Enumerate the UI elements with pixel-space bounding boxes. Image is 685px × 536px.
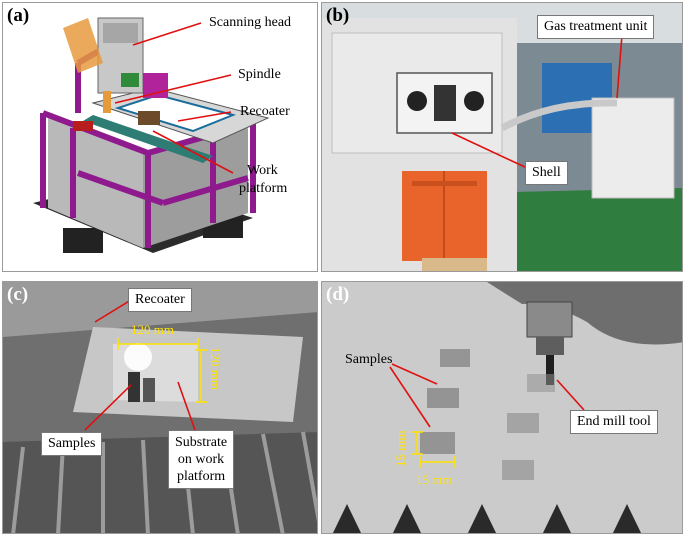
label-scanning-head: Scanning head [209, 15, 292, 30]
dimension-vertical-d: 15 mm [393, 430, 408, 467]
panel-d: (d) Samples End mill tool 15 mm 15 mm [321, 281, 683, 534]
panel-d-letter: (d) [326, 284, 350, 305]
dimension-horizontal-d: 15 mm [416, 472, 453, 487]
label-gas-treatment-unit: Gas treatment unit [537, 15, 655, 39]
dimension-vertical-c: 120 mm [208, 347, 223, 390]
panel-b: (b) Gas treatment unit Shell [321, 2, 683, 272]
label-recoater-c: Recoater [128, 288, 192, 312]
label-substrate-line1: Substrate [175, 435, 228, 450]
label-substrate: Substrate on work platform [168, 430, 235, 489]
label-work-platform-2: platform [239, 181, 288, 196]
build-chamber-photo [3, 282, 317, 533]
label-shell: Shell [525, 161, 568, 185]
label-samples-d: Samples [345, 352, 393, 367]
dimension-horizontal-c: 120 mm [131, 322, 174, 337]
milling-photo [322, 282, 682, 533]
label-spindle: Spindle [238, 67, 281, 82]
label-substrate-line3: platform [176, 469, 226, 484]
label-recoater-a: Recoater [240, 104, 290, 119]
panel-c: (c) Recoater 120 mm 120 mm Samples Subst… [2, 281, 318, 534]
panel-a-letter: (a) [7, 5, 30, 26]
panel-b-letter: (b) [326, 5, 350, 26]
panel-c-letter: (c) [7, 284, 29, 305]
label-end-mill-tool: End mill tool [570, 410, 658, 434]
label-samples-c: Samples [41, 432, 103, 456]
machine-photo [322, 3, 682, 271]
panel-a: (a) Scanning head Spindle Recoater Work … [2, 2, 318, 272]
label-substrate-line2: on work [177, 452, 225, 467]
label-work-platform-1: Work [247, 163, 278, 178]
machine-cad-render [33, 17, 270, 253]
